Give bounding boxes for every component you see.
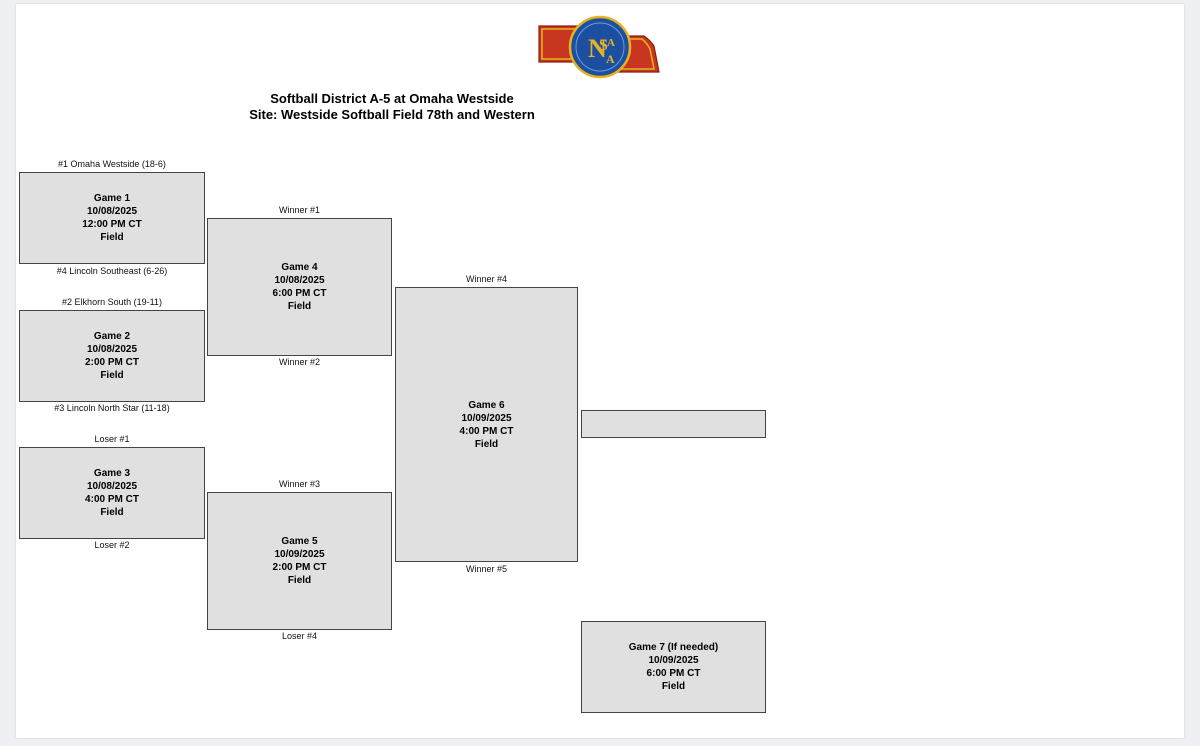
- game6-top-label: Winner #4: [465, 274, 508, 284]
- game7-name: Game 7 (If needed): [628, 642, 719, 653]
- game1-location: Field: [100, 232, 124, 243]
- game5-top-label: Winner #3: [278, 479, 321, 489]
- game2-top-label: #2 Elkhorn South (19-11): [62, 297, 162, 307]
- game6-time: 4:00 PM CT: [459, 425, 514, 437]
- game7-location: Field: [661, 681, 686, 692]
- game3-time: 4:00 PM CT: [85, 494, 139, 505]
- game2-time: 2:00 PM CT: [85, 357, 139, 368]
- bracket-sheet: N S A A Softball District A-5 at Omaha W…: [16, 4, 1184, 738]
- game1-date: 10/08/2025: [86, 206, 138, 217]
- game3-top-label: Loser #1: [94, 434, 130, 444]
- game6-location: Field: [474, 438, 499, 450]
- game4-box: Game 4 10/08/2025 6:00 PM CT Field: [207, 218, 392, 356]
- game5-location: Field: [287, 575, 312, 586]
- game4-date: 10/08/2025: [274, 275, 325, 286]
- game5-time: 2:00 PM CT: [272, 562, 327, 573]
- game6-name: Game 6: [468, 399, 505, 411]
- game5-box: Game 5 10/09/2025 2:00 PM CT Field: [207, 492, 392, 630]
- game4-location: Field: [287, 301, 312, 312]
- game5-date: 10/09/2025: [274, 549, 325, 560]
- game1-bottom-label: #4 Lincoln Southeast (6-26): [56, 266, 168, 276]
- game5-name: Game 5: [281, 536, 318, 547]
- logo-letter-a1: A: [607, 37, 615, 49]
- game7-time: 6:00 PM CT: [646, 668, 701, 679]
- game3-box: Game 3 10/08/2025 4:00 PM CT Field: [19, 447, 205, 539]
- logo-letter-s: S: [599, 37, 608, 54]
- game4-top-label: Winner #1: [278, 205, 321, 215]
- game3-name: Game 3: [93, 468, 131, 479]
- page-title: Softball District A-5 at Omaha Westside: [270, 91, 514, 106]
- game6-date: 10/09/2025: [461, 412, 512, 424]
- game3-bottom-label: Loser #2: [94, 540, 130, 550]
- nsaa-logo: N S A A: [538, 15, 660, 79]
- game7-date: 10/09/2025: [648, 655, 699, 666]
- game2-box: Game 2 10/08/2025 2:00 PM CT Field: [19, 310, 205, 402]
- game1-top-label: #1 Omaha Westside (18-6): [58, 159, 166, 169]
- game6-bottom-label: Winner #5: [465, 564, 508, 574]
- page-subtitle: Site: Westside Softball Field 78th and W…: [249, 107, 535, 122]
- game4-name: Game 4: [281, 262, 318, 273]
- game5-bottom-label: Loser #4: [281, 631, 318, 641]
- logo-letter-a2: A: [606, 52, 615, 66]
- game6-box: Game 6 10/09/2025 4:00 PM CT Field: [395, 287, 578, 562]
- game2-location: Field: [100, 370, 124, 381]
- game4-time: 6:00 PM CT: [272, 288, 327, 299]
- game7-box: Game 7 (If needed) 10/09/2025 6:00 PM CT…: [581, 621, 766, 713]
- logo-letter-n: N: [588, 34, 607, 63]
- game1-box: Game 1 10/08/2025 12:00 PM CT Field: [19, 172, 205, 264]
- game2-name: Game 2: [93, 331, 131, 342]
- game1-time: 12:00 PM CT: [82, 219, 142, 230]
- game1-name: Game 1: [93, 193, 131, 204]
- game4-bottom-label: Winner #2: [278, 357, 321, 367]
- game3-location: Field: [100, 507, 124, 518]
- game2-date: 10/08/2025: [86, 344, 138, 355]
- game2-bottom-label: #3 Lincoln North Star (11-18): [54, 403, 170, 413]
- game3-date: 10/08/2025: [86, 481, 138, 492]
- champion-box: [581, 410, 766, 438]
